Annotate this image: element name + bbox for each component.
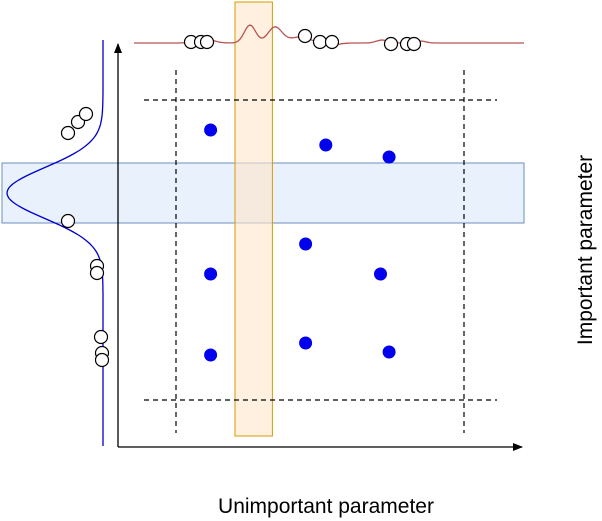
sample-point [299,336,313,350]
important-sample-marker [60,125,76,141]
sample-point [204,348,218,362]
sample-point [299,237,313,251]
grid-boundaries [144,70,497,433]
sample-point [319,138,333,152]
important-sample-marker [60,213,76,229]
sample-points [204,123,396,362]
axes [114,43,523,451]
unimportant-sample-marker [297,28,313,44]
important-sample-marker [78,106,94,122]
marginal-samples [60,28,422,368]
sample-point [204,267,218,281]
unimportant-sample-marker [199,34,215,50]
y-axis-label: Important parameter [574,155,597,345]
x-axis-label: Unimportant parameter [218,495,434,518]
unimportant-parameter-band [234,1,273,437]
sample-point [382,150,396,164]
unimportant-sample-marker [406,36,422,52]
important-sample-marker [89,265,105,281]
sample-point [204,123,218,137]
unimportant-sample-marker [312,34,328,50]
important-sample-marker [94,352,110,368]
sample-point [374,267,387,281]
important-sample-marker [93,329,109,345]
highlight-bands [1,1,525,437]
important-parameter-curve [6,40,104,446]
unimportant-sample-marker [324,34,340,50]
unimportant-sample-marker [383,36,399,52]
sample-point [382,345,396,359]
